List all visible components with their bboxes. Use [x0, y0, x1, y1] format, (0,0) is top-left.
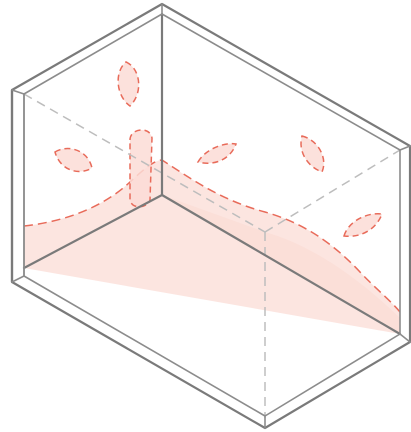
floating-shape-1 [118, 62, 139, 106]
frame-corner-top-right [400, 146, 410, 150]
frame-corner-bottom-left [12, 276, 24, 282]
floating-shape-3 [198, 144, 236, 164]
frame-corner-bottom-right [400, 334, 410, 342]
floating-shape-2 [55, 149, 92, 172]
vertical-plume-shape [130, 130, 152, 207]
frame-corner-top-left [12, 90, 24, 94]
floating-shape-5 [344, 214, 382, 237]
floating-shape-4 [301, 136, 324, 172]
